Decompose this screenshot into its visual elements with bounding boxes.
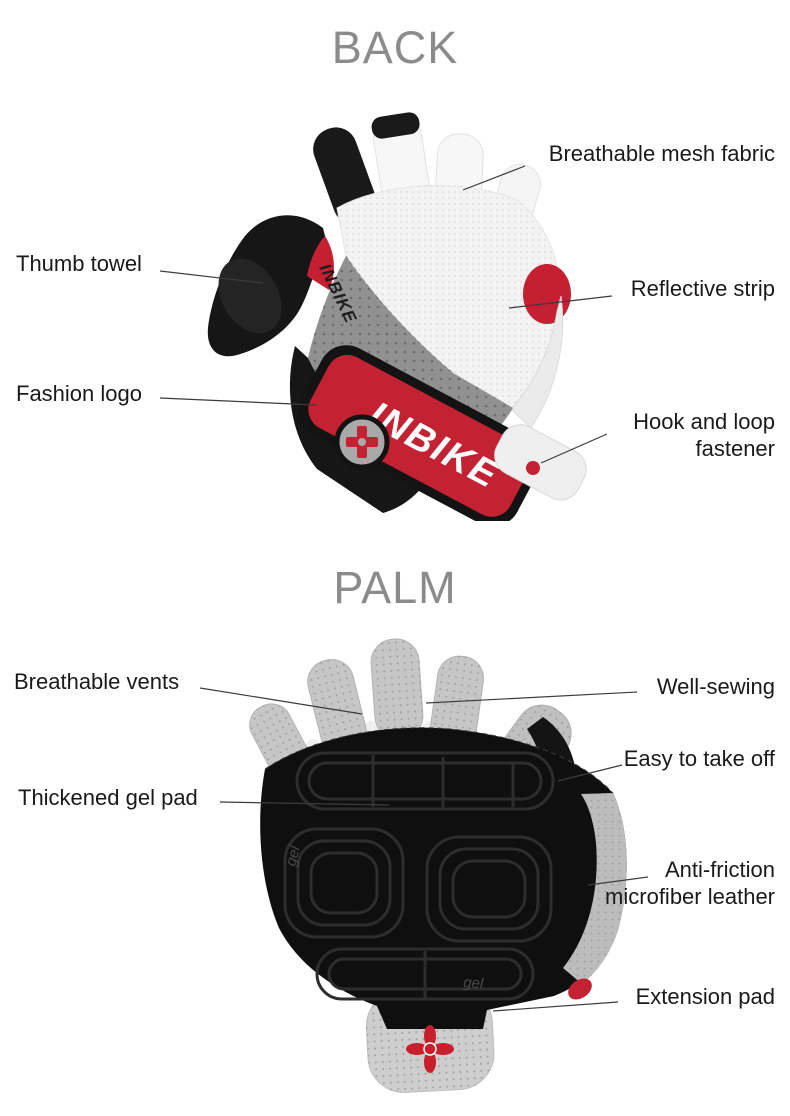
label-extension-pad: Extension pad	[635, 984, 775, 1009]
thumb-towel-area	[207, 215, 327, 357]
label-easy-take-off: Easy to take off	[623, 746, 775, 771]
red-accent-side	[523, 264, 571, 324]
label-breathable-mesh-fabric: Breathable mesh fabric	[548, 141, 775, 166]
glove-back-view: INBIKE INBIKE	[207, 112, 587, 521]
gel-pad-ridges	[283, 751, 555, 1001]
gel-text-left: gel	[282, 844, 304, 868]
red-cross-emblem	[406, 1025, 454, 1073]
label-breathable-vents: Breathable vents	[14, 669, 180, 694]
section-title-palm: PALM	[333, 562, 457, 613]
inbike-logo-emblem	[334, 414, 390, 470]
red-accent-thumb	[307, 236, 334, 290]
gel-text-bottom: gel	[463, 974, 485, 992]
label-fashion-logo: Fashion logo	[16, 381, 142, 406]
label-well-sewing: Well-sewing	[656, 674, 775, 699]
label-anti-friction: Anti-friction microfiber leather	[605, 857, 775, 909]
section-title-back: BACK	[331, 22, 459, 73]
label-hook-loop-fastener: Hook and loop fastener	[633, 409, 775, 461]
label-thickened-gel-pad: Thickened gel pad	[18, 785, 198, 810]
palm-stitch-line	[264, 727, 614, 794]
label-thumb-towel: Thumb towel	[16, 251, 142, 276]
label-reflective-strip: Reflective strip	[630, 276, 775, 301]
microfiber-strip	[563, 793, 627, 984]
reflective-strip-area	[510, 295, 564, 429]
red-accent-palm	[568, 978, 592, 1000]
